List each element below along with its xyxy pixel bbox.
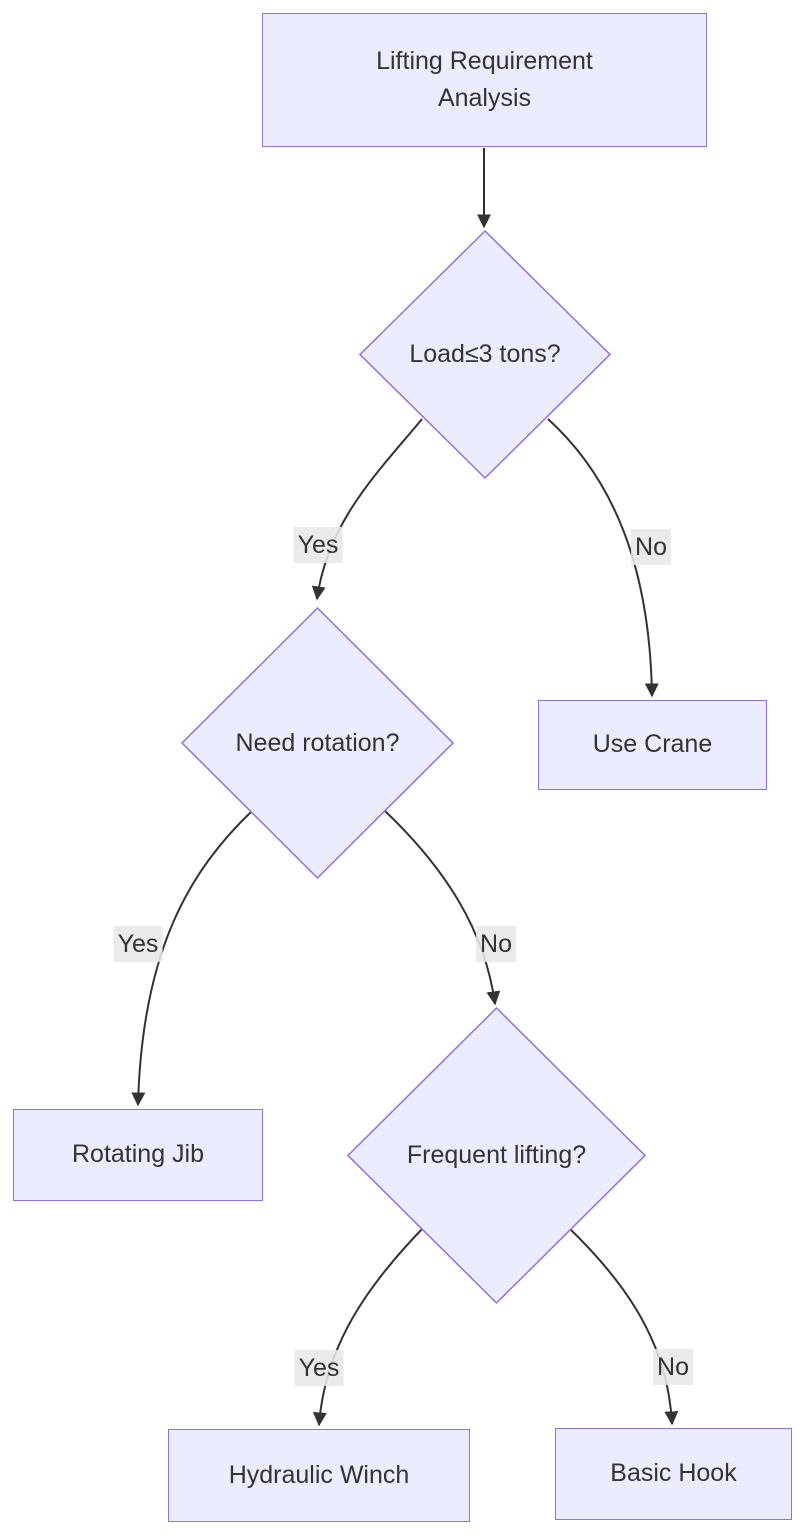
edge-frequent-hydraulicwinch: [312, 1227, 424, 1427]
edge-load-usecrane: [547, 418, 659, 698]
edge-load-rotation: [311, 418, 423, 601]
edge-rotation-frequent: [383, 809, 501, 1006]
edge-label-rotation-yes: Yes: [113, 926, 163, 962]
edge-label-rotation-no: No: [476, 926, 516, 962]
node-rotating-jib: Rotating Jib: [13, 1109, 263, 1201]
diamond-label: Load≤3 tons?: [409, 340, 561, 368]
edge-label-frequent-no: No: [653, 1349, 693, 1385]
edge-label-load-no: No: [631, 529, 671, 565]
node-use-crane: Use Crane: [538, 700, 767, 790]
node-basic-hook: Basic Hook: [555, 1428, 792, 1520]
edge-rotation-rotatingjib: [131, 809, 254, 1107]
diamond-label: Frequent lifting?: [406, 1141, 587, 1169]
node-need-rotation-decision: Need rotation?: [182, 608, 453, 878]
edge-label-frequent-yes: Yes: [294, 1350, 344, 1386]
node-hydraulic-winch: Hydraulic Winch: [168, 1429, 470, 1522]
node-frequent-lifting-decision: Frequent lifting?: [348, 1008, 645, 1303]
diamond-shape: [348, 1008, 645, 1303]
node-lifting-requirement-analysis: Lifting Requirement Analysis: [262, 13, 707, 147]
node-load-3-tons-decision: Load≤3 tons?: [360, 231, 610, 478]
diamond-shape: [182, 608, 453, 878]
edge-label-load-yes: Yes: [293, 527, 343, 563]
diamond-label: Need rotation?: [235, 728, 400, 757]
edge-frequent-basichook: [568, 1227, 679, 1426]
diamond-shape: [360, 231, 610, 478]
